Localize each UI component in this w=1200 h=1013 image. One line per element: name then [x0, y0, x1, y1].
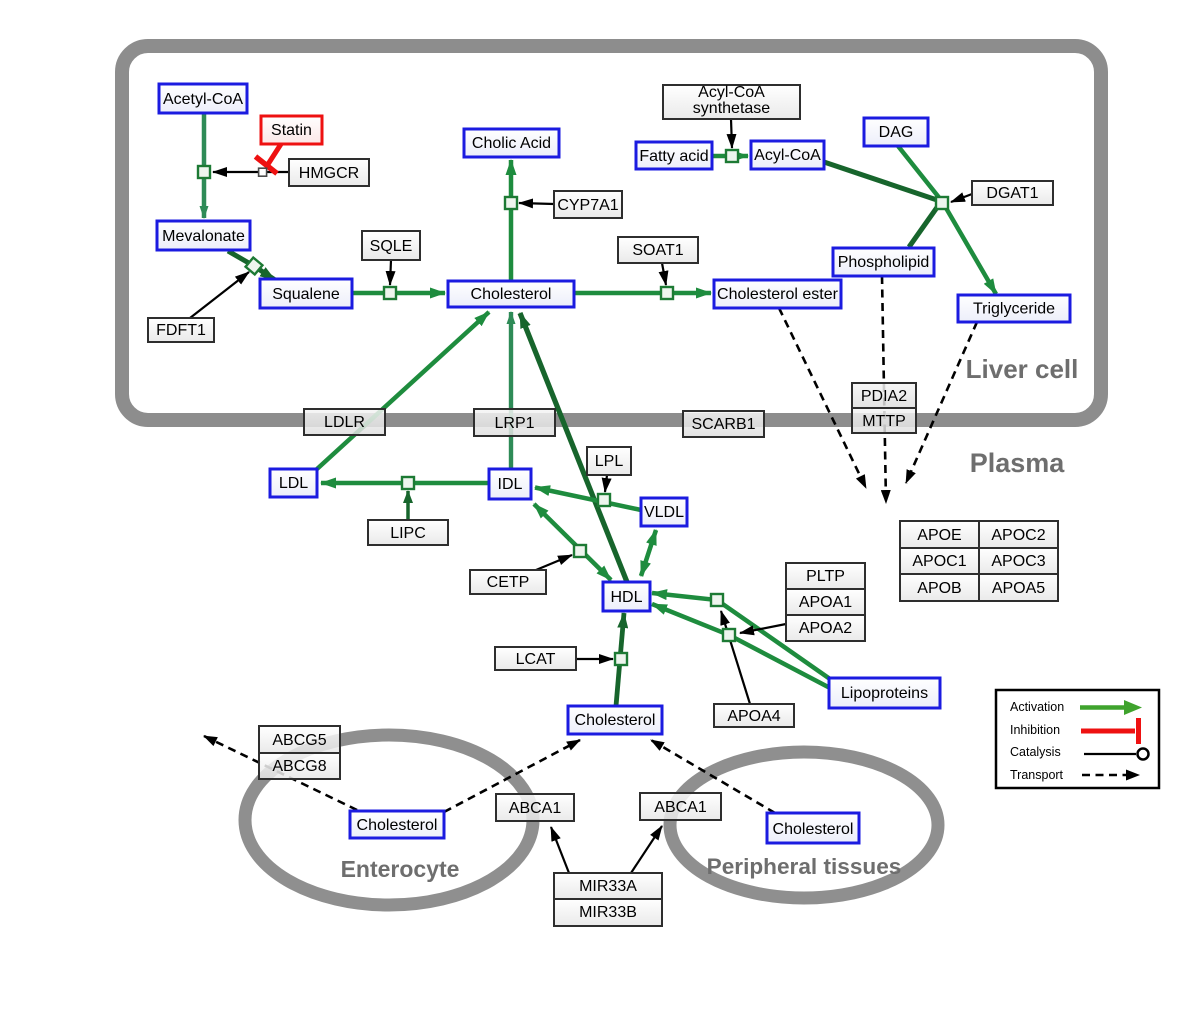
svg-text:Phospholipid: Phospholipid: [838, 254, 930, 271]
svg-text:synthetase: synthetase: [693, 100, 770, 117]
svg-text:Acyl-CoA: Acyl-CoA: [754, 147, 821, 164]
svg-text:LRP1: LRP1: [494, 415, 534, 432]
svg-text:LIPC: LIPC: [390, 525, 426, 542]
svg-text:APOA2: APOA2: [799, 620, 852, 637]
svg-text:Lipoproteins: Lipoproteins: [841, 685, 928, 702]
svg-text:Liver cell: Liver cell: [966, 354, 1079, 384]
svg-text:LDLR: LDLR: [324, 414, 365, 431]
svg-text:Peripheral tissues: Peripheral tissues: [707, 854, 902, 879]
svg-text:MIR33A: MIR33A: [579, 878, 637, 895]
svg-text:LPL: LPL: [595, 453, 624, 470]
svg-text:Squalene: Squalene: [272, 286, 340, 303]
svg-text:Transport: Transport: [1010, 768, 1064, 782]
svg-text:APOA1: APOA1: [799, 594, 852, 611]
svg-text:Acyl-CoA: Acyl-CoA: [698, 84, 765, 101]
svg-text:Cholesterol ester: Cholesterol ester: [717, 286, 839, 303]
svg-text:MIR33B: MIR33B: [579, 904, 637, 921]
svg-text:ABCA1: ABCA1: [509, 800, 562, 817]
svg-text:LCAT: LCAT: [516, 651, 556, 668]
svg-text:DAG: DAG: [879, 124, 914, 141]
svg-text:ABCA1: ABCA1: [654, 799, 707, 816]
svg-text:MTTP: MTTP: [862, 413, 906, 430]
svg-text:SOAT1: SOAT1: [632, 242, 683, 259]
svg-text:APOE: APOE: [917, 527, 961, 544]
svg-text:Cholesterol: Cholesterol: [575, 712, 656, 729]
svg-text:Activation: Activation: [1010, 700, 1064, 714]
svg-text:Cholesterol: Cholesterol: [357, 817, 438, 834]
svg-text:PDIA2: PDIA2: [861, 388, 907, 405]
svg-text:LDL: LDL: [279, 475, 308, 492]
svg-text:Acetyl-CoA: Acetyl-CoA: [163, 91, 243, 108]
svg-text:Triglyceride: Triglyceride: [973, 301, 1055, 318]
svg-text:APOB: APOB: [917, 580, 961, 597]
svg-text:ABCG8: ABCG8: [272, 758, 326, 775]
svg-text:HDL: HDL: [610, 589, 642, 606]
svg-text:PLTP: PLTP: [806, 568, 845, 585]
svg-text:APOC3: APOC3: [991, 553, 1045, 570]
svg-text:APOC2: APOC2: [991, 527, 1045, 544]
svg-text:Plasma: Plasma: [970, 448, 1066, 478]
svg-text:Statin: Statin: [271, 122, 312, 139]
svg-text:Fatty acid: Fatty acid: [639, 148, 708, 165]
svg-text:IDL: IDL: [498, 476, 523, 493]
svg-text:CYP7A1: CYP7A1: [557, 197, 618, 214]
svg-text:APOA5: APOA5: [992, 580, 1045, 597]
svg-text:APOA4: APOA4: [727, 708, 780, 725]
svg-text:SQLE: SQLE: [370, 238, 413, 255]
svg-text:Mevalonate: Mevalonate: [162, 228, 245, 245]
svg-text:Cholesterol: Cholesterol: [471, 286, 552, 303]
svg-text:APOC1: APOC1: [912, 553, 966, 570]
svg-text:HMGCR: HMGCR: [299, 165, 359, 182]
svg-text:Enterocyte: Enterocyte: [341, 856, 460, 882]
svg-text:FDFT1: FDFT1: [156, 322, 206, 339]
svg-text:SCARB1: SCARB1: [691, 416, 755, 433]
svg-text:DGAT1: DGAT1: [986, 185, 1038, 202]
svg-text:VLDL: VLDL: [644, 504, 684, 521]
svg-text:Cholesterol: Cholesterol: [773, 821, 854, 838]
svg-text:Cholic Acid: Cholic Acid: [472, 135, 551, 152]
svg-text:Inhibition: Inhibition: [1010, 723, 1060, 737]
svg-text:Catalysis: Catalysis: [1010, 745, 1061, 759]
svg-text:ABCG5: ABCG5: [272, 732, 326, 749]
svg-text:CETP: CETP: [487, 574, 530, 591]
